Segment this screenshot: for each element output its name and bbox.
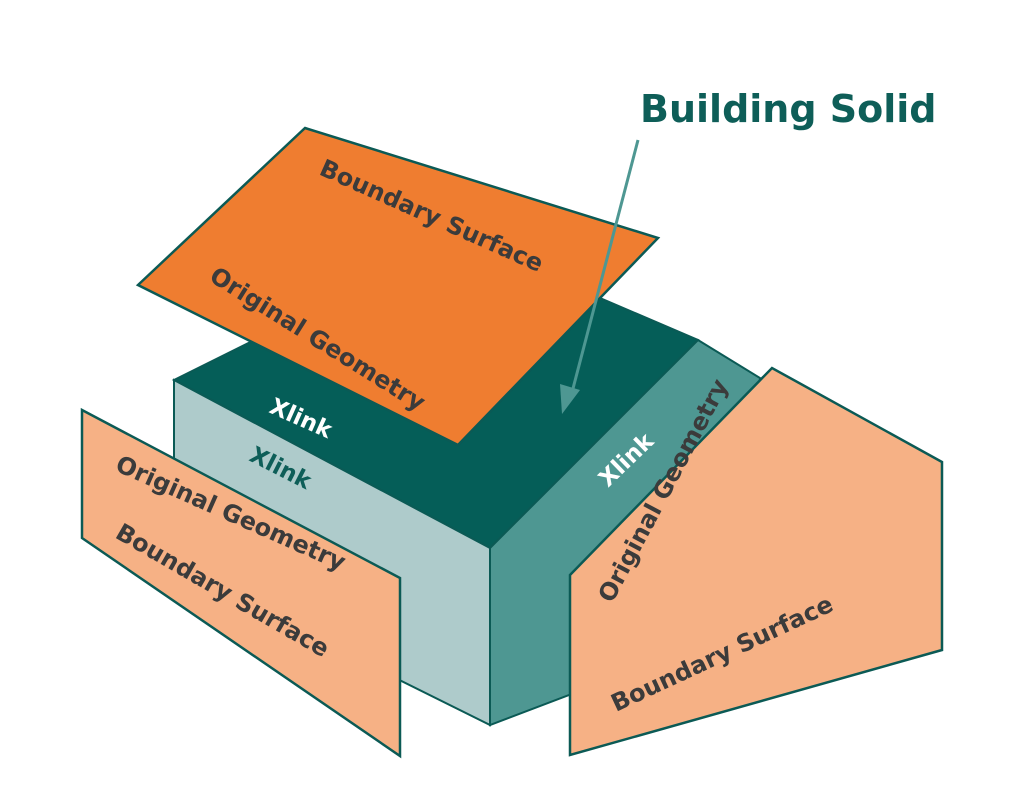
- building-solid-title: Building Solid: [640, 87, 937, 131]
- side-surface-panel: [568, 366, 944, 757]
- roof-surface-panel: [135, 126, 661, 447]
- front-surface-panel: [80, 407, 402, 759]
- title-pointer-arrow: [560, 139, 640, 414]
- arrow-head-icon: [560, 384, 580, 414]
